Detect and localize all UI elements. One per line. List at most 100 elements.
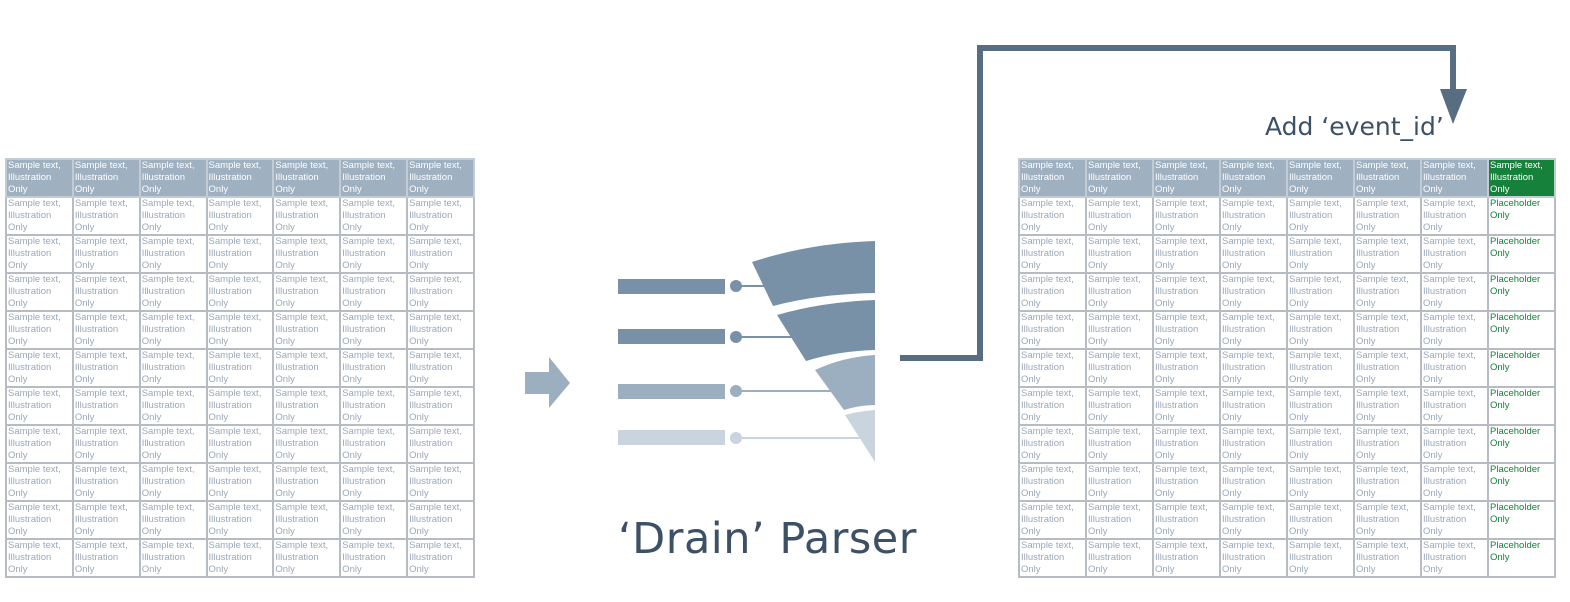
table-cell: Sample text, Illustration Only xyxy=(1152,538,1221,578)
header-cell: Sample text, Illustration Only xyxy=(1420,158,1489,198)
table-cell: Sample text, Illustration Only xyxy=(71,500,141,540)
table-cell: Sample text, Illustration Only xyxy=(1420,462,1489,502)
table-cell: Sample text, Illustration Only xyxy=(1353,348,1422,388)
output-connector-line xyxy=(900,45,1456,361)
event-id-cell: Placeholder Only xyxy=(1487,196,1556,236)
table-cell: Sample text, Illustration Only xyxy=(339,196,409,236)
table-cell: Sample text, Illustration Only xyxy=(1420,234,1489,274)
event-id-cell: Placeholder Only xyxy=(1487,310,1556,350)
table-cell: Sample text, Illustration Only xyxy=(406,386,475,426)
header-cell: Sample text, Illustration Only xyxy=(406,158,475,198)
log-line-bar-3 xyxy=(618,384,725,399)
table-cell: Sample text, Illustration Only xyxy=(1152,310,1221,350)
parser-caption: ‘Drain’ Parser xyxy=(618,514,917,564)
table-cell: Sample text, Illustration Only xyxy=(138,424,208,464)
table-cell: Sample text, Illustration Only xyxy=(1018,424,1087,464)
table-cell: Sample text, Illustration Only xyxy=(1152,386,1221,426)
table-cell: Sample text, Illustration Only xyxy=(1018,234,1087,274)
table-cell: Sample text, Illustration Only xyxy=(71,538,141,578)
table-cell: Sample text, Illustration Only xyxy=(205,424,275,464)
table-cell: Sample text, Illustration Only xyxy=(71,424,141,464)
table-cell: Sample text, Illustration Only xyxy=(406,348,475,388)
table-cell: Sample text, Illustration Only xyxy=(1018,500,1087,540)
log-line-bar-2 xyxy=(618,329,725,344)
table-cell: Sample text, Illustration Only xyxy=(272,386,342,426)
table-cell: Sample text, Illustration Only xyxy=(272,424,342,464)
table-cell: Sample text, Illustration Only xyxy=(339,462,409,502)
table-cell: Sample text, Illustration Only xyxy=(1085,272,1154,312)
header-cell: Sample text, Illustration Only xyxy=(138,158,208,198)
table-cell: Sample text, Illustration Only xyxy=(406,310,475,350)
table-cell: Sample text, Illustration Only xyxy=(1420,348,1489,388)
table-cell: Sample text, Illustration Only xyxy=(1286,196,1355,236)
table-cell: Sample text, Illustration Only xyxy=(205,348,275,388)
table-cell: Sample text, Illustration Only xyxy=(1286,234,1355,274)
header-cell: Sample text, Illustration Only xyxy=(1286,158,1355,198)
table-cell: Sample text, Illustration Only xyxy=(1085,310,1154,350)
table-cell: Sample text, Illustration Only xyxy=(1286,348,1355,388)
table-cell: Sample text, Illustration Only xyxy=(1353,424,1422,464)
event-id-cell: Placeholder Only xyxy=(1487,538,1556,578)
table-cell: Sample text, Illustration Only xyxy=(1353,234,1422,274)
table-cell: Sample text, Illustration Only xyxy=(1152,500,1221,540)
table-cell: Sample text, Illustration Only xyxy=(5,234,74,274)
table-cell: Sample text, Illustration Only xyxy=(5,310,74,350)
table-cell: Sample text, Illustration Only xyxy=(1018,462,1087,502)
table-cell: Sample text, Illustration Only xyxy=(205,538,275,578)
event-id-cell: Placeholder Only xyxy=(1487,234,1556,274)
table-cell: Sample text, Illustration Only xyxy=(1353,310,1422,350)
table-cell: Sample text, Illustration Only xyxy=(272,348,342,388)
table-cell: Sample text, Illustration Only xyxy=(1085,424,1154,464)
table-cell: Sample text, Illustration Only xyxy=(1085,196,1154,236)
funnel-segment-1 xyxy=(752,241,875,306)
header-cell: Sample text, Illustration Only xyxy=(1085,158,1154,198)
table-cell: Sample text, Illustration Only xyxy=(406,234,475,274)
table-cell: Sample text, Illustration Only xyxy=(1353,538,1422,578)
table-cell: Sample text, Illustration Only xyxy=(1219,462,1288,502)
table-cell: Sample text, Illustration Only xyxy=(272,462,342,502)
table-cell: Sample text, Illustration Only xyxy=(1219,310,1288,350)
input-arrow-icon xyxy=(525,357,570,408)
table-cell: Sample text, Illustration Only xyxy=(71,272,141,312)
header-cell: Sample text, Illustration Only xyxy=(205,158,275,198)
table-cell: Sample text, Illustration Only xyxy=(5,386,74,426)
header-cell: Sample text, Illustration Only xyxy=(339,158,409,198)
add-event-id-caption: Add ‘event_id’ xyxy=(1265,112,1444,141)
table-cell: Sample text, Illustration Only xyxy=(1286,538,1355,578)
table-header-row: Sample text, Illustration Only Sample tex… xyxy=(1018,158,1556,198)
table-cell: Sample text, Illustration Only xyxy=(1353,462,1422,502)
table-cell: Sample text, Illustration Only xyxy=(1085,462,1154,502)
table-cell: Sample text, Illustration Only xyxy=(1353,386,1422,426)
table-cell: Sample text, Illustration Only xyxy=(1085,500,1154,540)
table-cell: Sample text, Illustration Only xyxy=(1152,424,1221,464)
table-row: Sample text, Illustration Only Sample tex… xyxy=(1018,272,1556,312)
log-line-bar-4 xyxy=(618,430,725,445)
table-cell: Sample text, Illustration Only xyxy=(71,196,141,236)
funnel-segment-3 xyxy=(815,355,875,410)
table-cell: Sample text, Illustration Only xyxy=(1286,310,1355,350)
table-cell: Sample text, Illustration Only xyxy=(5,196,74,236)
event-id-cell: Placeholder Only xyxy=(1487,272,1556,312)
table-cell: Sample text, Illustration Only xyxy=(205,386,275,426)
table-cell: Sample text, Illustration Only xyxy=(339,310,409,350)
table-cell: Sample text, Illustration Only xyxy=(1152,462,1221,502)
table-cell: Sample text, Illustration Only xyxy=(339,538,409,578)
table-cell: Sample text, Illustration Only xyxy=(272,234,342,274)
table-cell: Sample text, Illustration Only xyxy=(1018,196,1087,236)
table-cell: Sample text, Illustration Only xyxy=(1420,272,1489,312)
table-cell: Sample text, Illustration Only xyxy=(1219,500,1288,540)
table-cell: Sample text, Illustration Only xyxy=(205,234,275,274)
table-cell: Sample text, Illustration Only xyxy=(1219,234,1288,274)
table-cell: Sample text, Illustration Only xyxy=(339,424,409,464)
table-cell: Sample text, Illustration Only xyxy=(5,272,74,312)
